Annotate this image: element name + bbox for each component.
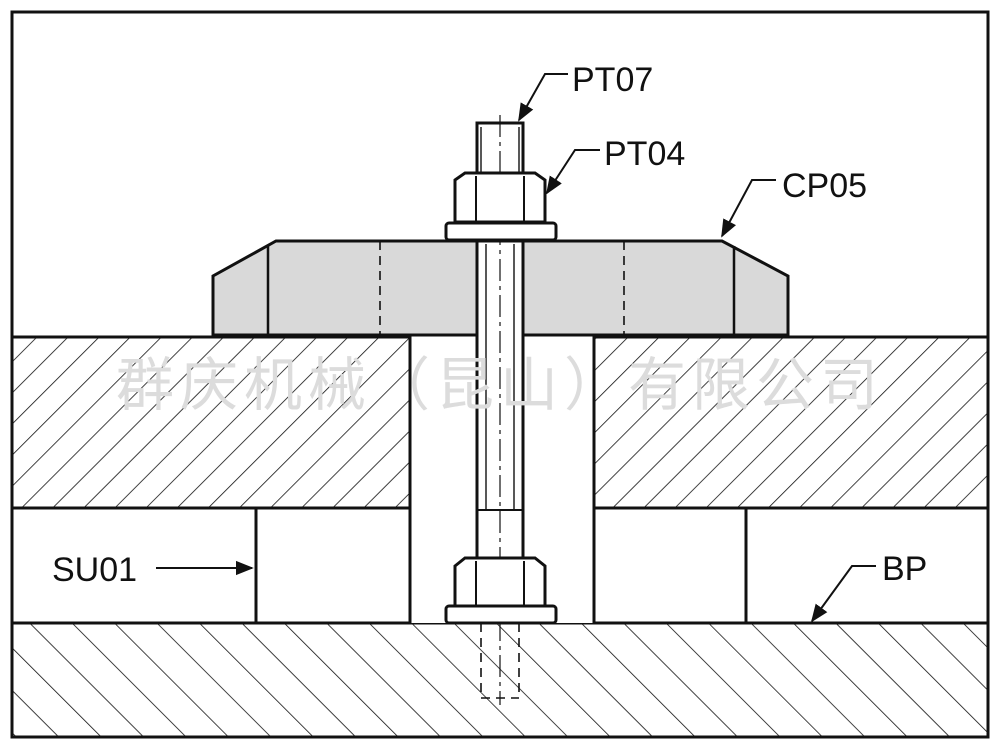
- support-su01: [254, 506, 412, 625]
- leader-pt07: [518, 73, 568, 122]
- label-bp: BP: [882, 550, 927, 588]
- support-right-inner: [592, 506, 748, 625]
- leader-cp05: [721, 179, 776, 238]
- bottom-nut: [444, 556, 558, 625]
- stud-pt07: [475, 115, 525, 705]
- nut-pt04: [444, 171, 558, 242]
- label-su01: SU01: [52, 551, 137, 589]
- support-left-outer: [10, 506, 258, 625]
- workpiece-right: [592, 335, 990, 510]
- workpiece-left: [10, 335, 412, 510]
- leader-bp: [810, 565, 876, 623]
- watermark-text: 群庆机械（昆山）有限公司: [116, 351, 884, 419]
- label-pt04: PT04: [604, 135, 685, 173]
- base-plate-bp: [10, 621, 990, 739]
- label-pt07: PT07: [572, 61, 653, 99]
- label-cp05: CP05: [782, 167, 867, 205]
- leader-pt04: [546, 149, 600, 195]
